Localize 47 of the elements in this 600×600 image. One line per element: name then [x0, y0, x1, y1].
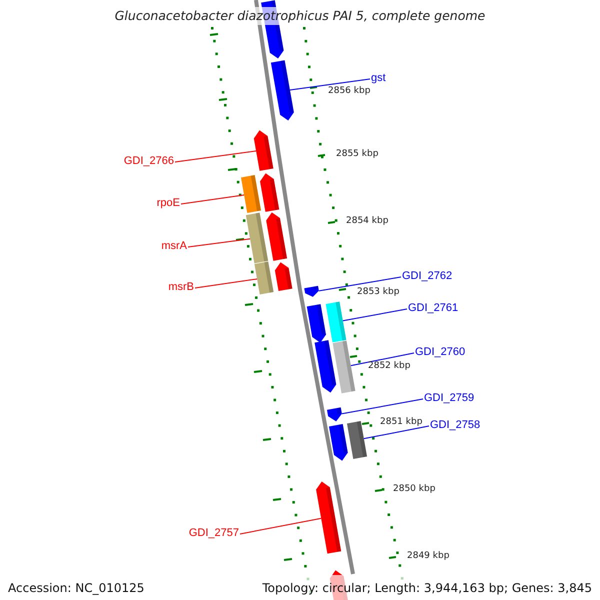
gene-block [326, 302, 346, 342]
gene-block [346, 421, 368, 459]
leader-line [188, 238, 251, 248]
gene-block [316, 482, 342, 554]
gene-label: GDI_2757 [188, 525, 239, 541]
position-label: 2850 kbp [393, 483, 436, 495]
gene-label: GDI_2760 [415, 344, 466, 360]
gene-block [274, 262, 292, 291]
gene-block [314, 340, 336, 393]
gene-block [246, 212, 268, 264]
position-label: 2849 kbp [407, 550, 450, 562]
leader-line [350, 352, 414, 366]
position-label: 2856 kbp [328, 85, 370, 97]
position-label: 2851 kbp [380, 416, 422, 428]
gene-block [270, 60, 294, 121]
gene-block [240, 175, 262, 213]
position-label: 2855 kbp [336, 148, 378, 160]
position-label: 2852 kbp [368, 360, 410, 372]
gene-label: GDI_2762 [402, 268, 452, 284]
gene-block [260, 173, 280, 212]
gene-block [254, 130, 274, 171]
gene-label: GDI_2761 [408, 300, 458, 316]
gene-block [326, 407, 342, 422]
genome-summary-text: Topology: circular; Length: 3,944,163 bp; Genes: 3,845 [262, 580, 592, 596]
gene-label: gst [371, 70, 386, 86]
gene-label: GDI_2758 [430, 417, 480, 433]
leader-line [240, 518, 322, 534]
leader-line [289, 78, 370, 91]
leader-line [318, 276, 402, 292]
leader-line [194, 278, 258, 288]
leader-line [363, 426, 430, 440]
gene-label: msrB [168, 279, 194, 295]
position-label: 2854 kbp [346, 215, 388, 227]
gene-label: GDI_2759 [424, 390, 474, 406]
accession-text: Accession: NC_010125 [8, 580, 144, 596]
gene-block [328, 424, 348, 461]
gene-label: rpoE [156, 195, 180, 211]
gene-block [306, 304, 326, 343]
leader-line [174, 150, 257, 162]
leader-line [341, 398, 424, 414]
gene-block [304, 286, 319, 297]
gene-label: GDI_2766 [124, 153, 174, 169]
gene-block [332, 340, 356, 394]
gene-block [254, 262, 274, 294]
leader-line [180, 194, 245, 204]
position-label: 2853 kbp [357, 286, 400, 298]
gene-label: msrA [161, 238, 187, 254]
